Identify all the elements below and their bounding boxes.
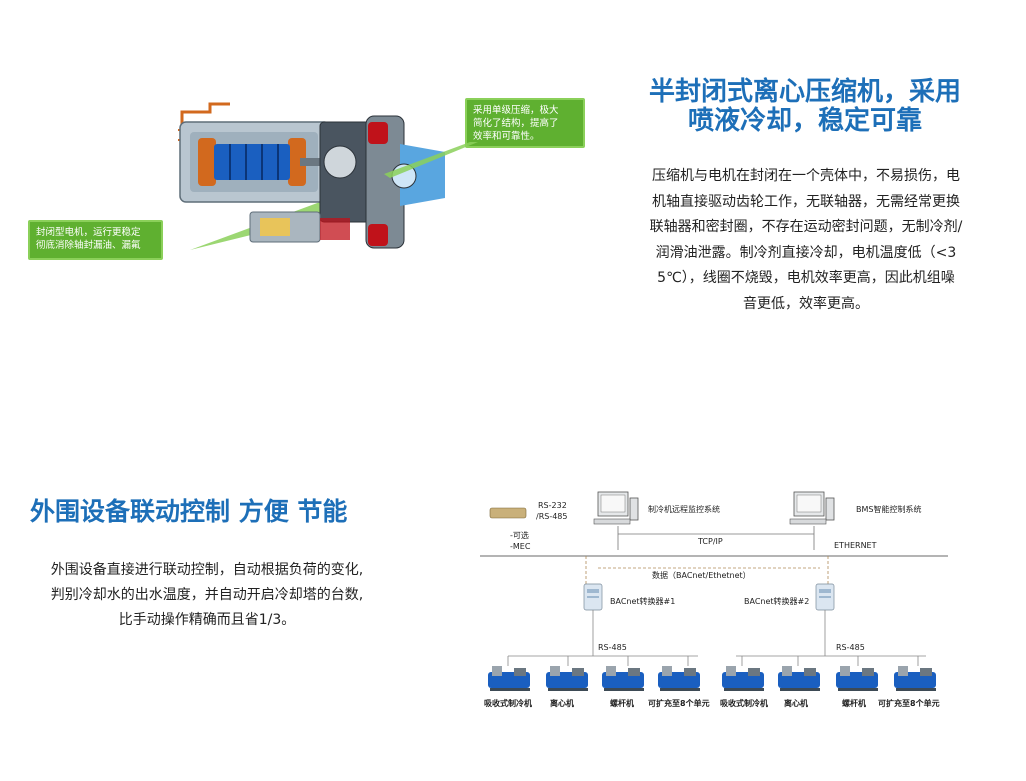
unit-label: 可扩充至8个单元 — [878, 698, 940, 708]
rs485-left-label: RS-485 — [598, 643, 627, 652]
paragraph-line: 联轴器和密封圈，不存在运动密封问题，无制冷剂/ — [649, 219, 963, 235]
paragraph-line: 机轴直接驱动齿轮工作，无联轴器，无需经常更换 — [652, 193, 960, 210]
chiller-unit — [778, 666, 820, 691]
rs485-top-label: /RS-485 — [536, 512, 568, 521]
title-line: 半封闭式离心压缩机，采用 — [648, 77, 961, 107]
single-stage-compression-callout: 采用单级压缩，极大 简化了结构，提高了 效率和可靠性。 — [465, 98, 585, 148]
paragraph-line: 5℃），线圈不烧毁，电机效率更高，因此机组噪 — [657, 270, 955, 286]
paragraph-line: 外围设备直接进行联动控制，自动根据负荷的变化, — [50, 562, 364, 578]
callout-text: 效率和可靠性。 — [473, 131, 540, 142]
callout-text: 采用单级压缩，极大 — [473, 105, 559, 116]
unit-label: 吸收式制冷机 — [720, 698, 768, 708]
bacnet-converter-2 — [815, 583, 835, 611]
converter2-label: BACnet转换器#2 — [744, 596, 809, 606]
section2-title: 外围设备联动控制 方便 节能 — [30, 497, 348, 526]
paragraph-line: 比手动操作精确而且省1/3。 — [118, 612, 296, 628]
callout-pointer — [384, 142, 478, 178]
bacnet-converter-1 — [583, 583, 603, 611]
remote-monitor-pc — [593, 491, 639, 525]
chiller-unit — [658, 666, 700, 691]
unit-label: 离心机 — [784, 698, 808, 708]
chiller-unit — [488, 666, 530, 691]
unit-label: 离心机 — [550, 698, 574, 708]
sealed-motor-callout: 封闭型电机，运行更稳定 彻底消除轴封漏油、漏氟 — [28, 220, 163, 260]
section1-title: 半封闭式离心压缩机，采用 喷液冷却，稳定可靠 — [610, 78, 1000, 136]
section1-paragraph: 压缩机与电机在封闭在一个壳体中，不易损伤，电 机轴直接驱动齿轮工作，无联轴器，无… — [620, 164, 992, 317]
callout-text: 封闭型电机，运行更稳定 — [36, 227, 141, 238]
chiller-unit — [602, 666, 644, 691]
data-bus-label: 数据（BACnet/Ethetnet） — [652, 570, 751, 580]
unit-label: 吸收式制冷机 — [484, 698, 532, 708]
callout-text: 彻底消除轴封漏油、漏氟 — [36, 240, 141, 251]
modem — [489, 507, 527, 519]
unit-label: 螺杆机 — [842, 698, 866, 708]
rs485-right-label: RS-485 — [836, 643, 865, 652]
chiller-unit — [546, 666, 588, 691]
title-line: 喷液冷却，稳定可靠 — [687, 106, 922, 136]
chiller-unit — [722, 666, 764, 691]
paragraph-line: 判别冷却水的出水温度，并自动开启冷却塔的台数, — [50, 587, 364, 603]
unit-label: 可扩充至8个单元 — [648, 698, 710, 708]
tcpip-label: TCP/IP — [697, 537, 723, 546]
compressor-cutaway-illustration — [178, 102, 445, 250]
bms-label: BMS智能控制系统 — [856, 504, 921, 514]
paragraph-line: 润滑油泄露。制冷剂直接冷却，电机温度低（<3 — [655, 244, 957, 261]
converter1-label: BACnet转换器#1 — [610, 596, 675, 606]
section2-paragraph: 外围设备直接进行联动控制，自动根据负荷的变化, 判别冷却水的出水温度，并自动开启… — [22, 558, 392, 633]
bms-pc — [789, 491, 835, 525]
remote-monitor-label: 制冷机远程监控系统 — [648, 504, 720, 514]
paragraph-line: 音更低，效率更高。 — [743, 295, 869, 312]
network-control-diagram: RS-232 /RS-485 -可选 -MEC 制冷机远程监控系统 BMS智能控… — [480, 491, 948, 708]
unit-label: 螺杆机 — [610, 698, 634, 708]
optional-label: -可选 — [510, 530, 529, 540]
rs232-label: RS-232 — [538, 501, 567, 510]
paragraph-line: 压缩机与电机在封闭在一个壳体中，不易损伤，电 — [652, 168, 960, 184]
ethernet-label: ETHERNET — [834, 541, 877, 550]
chiller-unit — [894, 666, 936, 691]
chiller-unit — [836, 666, 878, 691]
callout-text: 简化了结构，提高了 — [473, 118, 559, 129]
mec-label: -MEC — [510, 542, 531, 551]
